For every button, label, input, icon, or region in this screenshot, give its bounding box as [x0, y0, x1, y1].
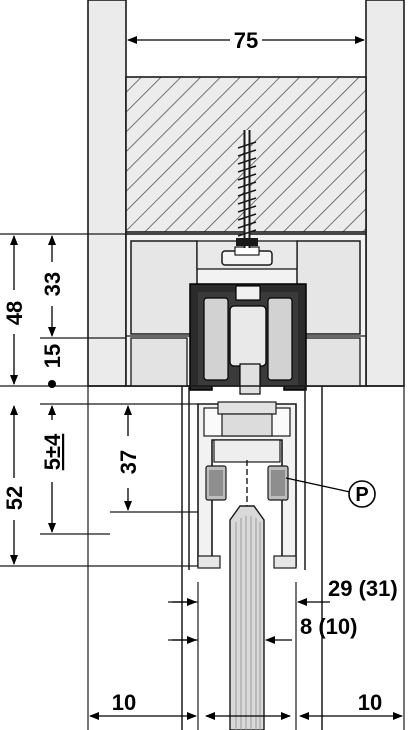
p-leader-line	[285, 477, 351, 493]
dim-52: 52	[2, 486, 27, 510]
dim-8-10: 8 (10)	[300, 614, 357, 639]
dim-left-10: 10	[112, 690, 136, 715]
dim-right-10: 10	[358, 690, 382, 715]
left-wall	[87, 0, 127, 387]
dim-48: 48	[2, 301, 27, 325]
roller-carriage	[189, 283, 307, 395]
door-panel	[181, 386, 323, 730]
extension-lines	[0, 233, 405, 730]
dim-37: 37	[116, 450, 141, 474]
p-callout-label: P	[355, 484, 368, 506]
dimension-lines	[10, 36, 403, 720]
glass-clamp	[197, 401, 297, 569]
dim-29-31: 29 (31)	[328, 576, 398, 601]
dim-75: 75	[234, 28, 258, 53]
dim-33: 33	[40, 272, 65, 296]
right-wall	[365, 0, 405, 387]
p-callout-circle	[348, 480, 376, 508]
dim-15: 15	[40, 344, 65, 368]
glass-pane	[229, 505, 265, 730]
dim-15-dot	[48, 380, 56, 388]
screw	[236, 130, 258, 248]
dim-5-tol: 5±4	[40, 433, 65, 470]
